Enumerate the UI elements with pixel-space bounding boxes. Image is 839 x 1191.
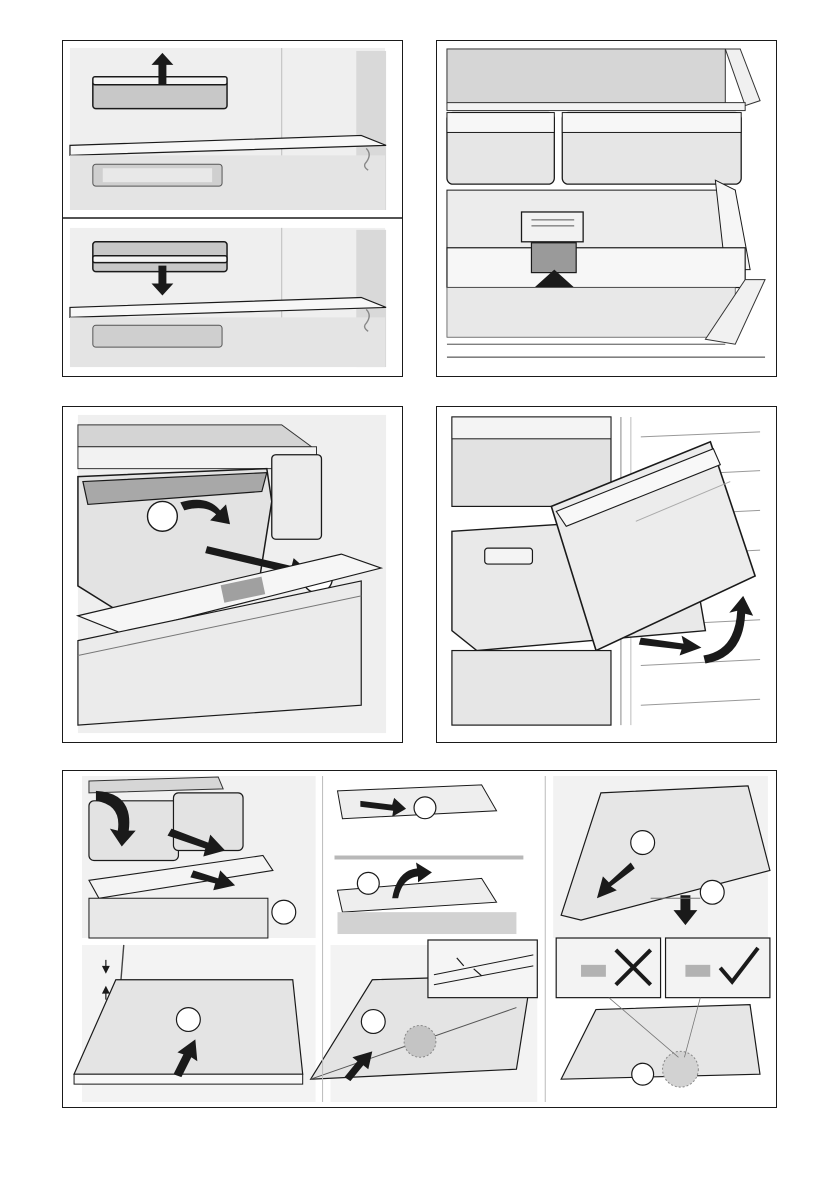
drawer-front	[447, 248, 745, 288]
panel-4-illustration	[437, 407, 776, 742]
panel-5	[62, 770, 777, 1108]
substep-5	[311, 940, 538, 1102]
substep-3	[553, 776, 770, 938]
panel-5-illustration	[63, 771, 776, 1107]
step-marker-a	[272, 900, 296, 924]
panel-2-illustration	[437, 41, 776, 376]
substep-4	[74, 945, 316, 1102]
panel-1	[62, 40, 403, 377]
panel-1-illustration	[63, 41, 402, 376]
substep-2	[331, 776, 538, 938]
panel-2	[436, 40, 777, 377]
right-inset	[666, 938, 770, 998]
lift-tab	[522, 212, 584, 242]
panel-4	[436, 406, 777, 743]
detail-inset	[428, 940, 537, 998]
wrong-inset	[556, 938, 660, 998]
lift-arrow-icon	[703, 596, 753, 664]
substep-1	[82, 776, 316, 938]
panel-3	[62, 406, 403, 743]
substep-6	[553, 938, 770, 1102]
step-marker-1	[148, 501, 178, 531]
panel-3-illustration	[63, 407, 402, 742]
slide-arrow-icon	[639, 636, 702, 656]
